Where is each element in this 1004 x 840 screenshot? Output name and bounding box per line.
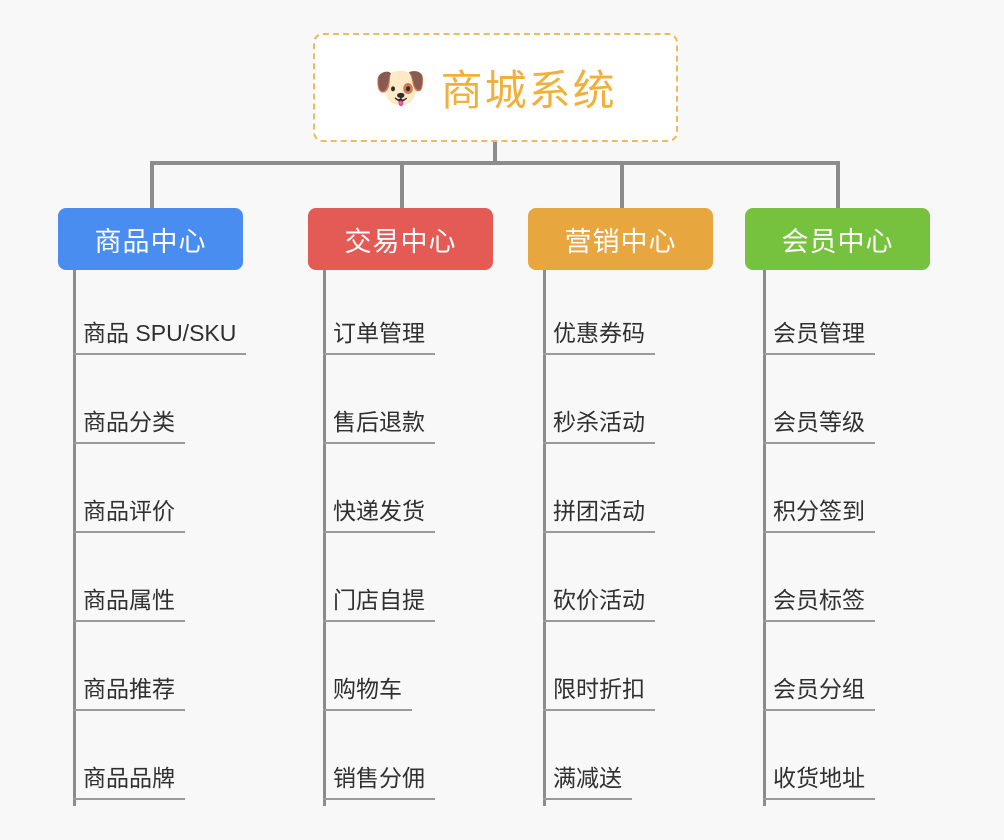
drop-line-branch-2 — [400, 161, 404, 209]
leaf-item[interactable]: 限时折扣 — [543, 676, 655, 712]
leaf-item[interactable]: 会员标签 — [763, 587, 875, 623]
leaf-item[interactable]: 砍价活动 — [543, 587, 655, 623]
leaf-item[interactable]: 商品品牌 — [73, 765, 185, 801]
drop-line-branch-1 — [150, 161, 154, 209]
branch-spine-2 — [323, 270, 326, 806]
branch-spine-1 — [73, 270, 76, 806]
drop-line-branch-3 — [620, 161, 624, 209]
leaf-item[interactable]: 会员管理 — [763, 320, 875, 356]
leaf-item[interactable]: 商品评价 — [73, 498, 185, 534]
horizontal-bus-line — [150, 161, 840, 165]
leaf-item[interactable]: 销售分佣 — [323, 765, 435, 801]
category-header-label: 商品中心 — [94, 226, 207, 257]
leaf-item[interactable]: 商品分类 — [73, 409, 185, 445]
root-trunk-line — [493, 142, 497, 163]
branch-spine-4 — [763, 270, 766, 806]
leaf-item[interactable]: 商品 SPU/SKU — [73, 320, 247, 356]
leaf-item[interactable]: 购物车 — [323, 676, 412, 712]
category-header-trade-center[interactable]: 交易中心 — [308, 208, 493, 270]
root-node-shopping-mall-system[interactable]: 🐶 商城系统 — [313, 33, 678, 142]
drop-line-branch-4 — [836, 161, 840, 209]
category-header-label: 交易中心 — [344, 226, 457, 257]
category-header-marketing-center[interactable]: 营销中心 — [528, 208, 713, 270]
leaf-item[interactable]: 积分签到 — [763, 498, 875, 534]
leaf-item[interactable]: 收货地址 — [763, 765, 875, 801]
leaf-item[interactable]: 优惠券码 — [543, 320, 655, 356]
category-header-product-center[interactable]: 商品中心 — [58, 208, 243, 270]
leaf-item[interactable]: 快递发货 — [323, 498, 435, 534]
category-header-label: 会员中心 — [781, 226, 894, 257]
leaf-item[interactable]: 会员等级 — [763, 409, 875, 445]
leaf-item[interactable]: 秒杀活动 — [543, 409, 655, 445]
leaf-item[interactable]: 拼团活动 — [543, 498, 655, 534]
root-node-label: 商城系统 — [440, 67, 617, 114]
branch-spine-3 — [543, 270, 546, 806]
category-header-label: 营销中心 — [564, 226, 677, 257]
shiba-dog-face-icon: 🐶 — [374, 63, 427, 111]
category-header-member-center[interactable]: 会员中心 — [745, 208, 930, 270]
leaf-item[interactable]: 订单管理 — [323, 320, 435, 356]
leaf-item[interactable]: 会员分组 — [763, 676, 875, 712]
leaf-item[interactable]: 商品推荐 — [73, 676, 185, 712]
leaf-item[interactable]: 商品属性 — [73, 587, 185, 623]
leaf-item[interactable]: 门店自提 — [323, 587, 435, 623]
leaf-item[interactable]: 满减送 — [543, 765, 632, 801]
leaf-item[interactable]: 售后退款 — [323, 409, 435, 445]
